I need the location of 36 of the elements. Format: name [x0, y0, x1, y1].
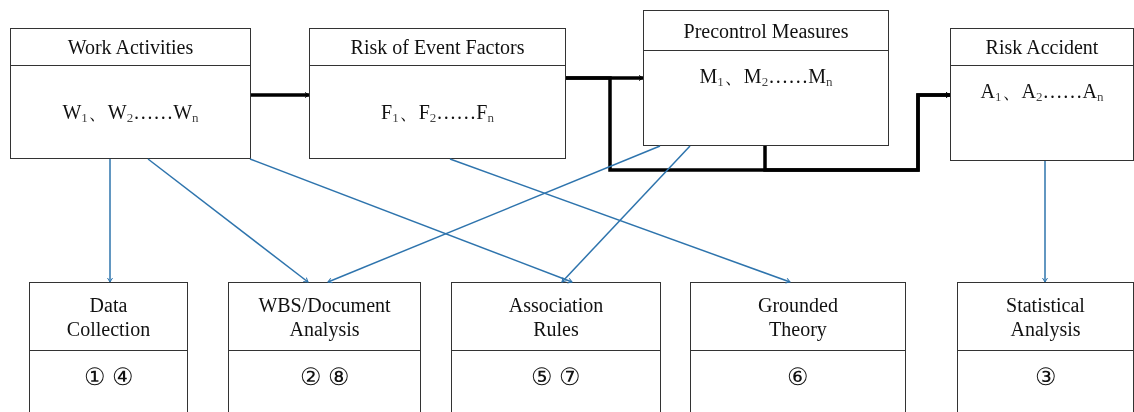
box-body-text: ① ④	[83, 363, 134, 391]
box-body-text: M$_{1}$、M$_{2}$……M$_{n}$	[699, 64, 833, 90]
box-heading: Work Activities	[67, 35, 194, 59]
box-body-text: ⑥	[787, 363, 809, 391]
process-box	[690, 282, 906, 412]
process-box	[29, 282, 188, 412]
box-body-text: W$_{1}$、W$_{2}$……W$_{n}$	[62, 99, 199, 126]
process-box	[309, 28, 566, 159]
arrow	[327, 145, 661, 284]
process-box	[10, 28, 251, 159]
arrow	[147, 158, 309, 283]
box-body-text: ② ⑧	[299, 363, 350, 391]
box-body-text: ⑤ ⑦	[531, 363, 581, 391]
arrow	[561, 145, 691, 283]
box-body-text: ③	[1034, 363, 1057, 391]
arrow	[763, 92, 951, 172]
process-box	[950, 28, 1134, 161]
process-box	[228, 282, 421, 412]
box-body-text: A$_{1}$、A$_{2}$……A$_{n}$	[980, 79, 1104, 105]
box-heading: Grounded Theory	[757, 292, 839, 341]
box-heading: Risk Accident	[985, 35, 1099, 59]
box-heading: Risk of Event Factors	[350, 35, 525, 59]
arrow	[1042, 160, 1048, 283]
box-heading: Data Collection	[65, 292, 152, 341]
process-box	[957, 282, 1134, 412]
box-heading: Precontrol Measures	[683, 18, 849, 43]
arrow	[107, 158, 113, 283]
box-body-text: F$_{1}$、F$_{2}$……F$_{n}$	[381, 99, 494, 126]
arrow	[449, 158, 791, 284]
arrow	[251, 92, 310, 98]
box-heading: Statistical Analysis	[1005, 292, 1086, 341]
arrow	[249, 158, 573, 284]
box-heading: Association Rules	[507, 292, 605, 341]
process-box	[451, 282, 661, 412]
box-heading: WBS/Document Analysis	[257, 292, 392, 341]
process-box	[643, 10, 889, 146]
